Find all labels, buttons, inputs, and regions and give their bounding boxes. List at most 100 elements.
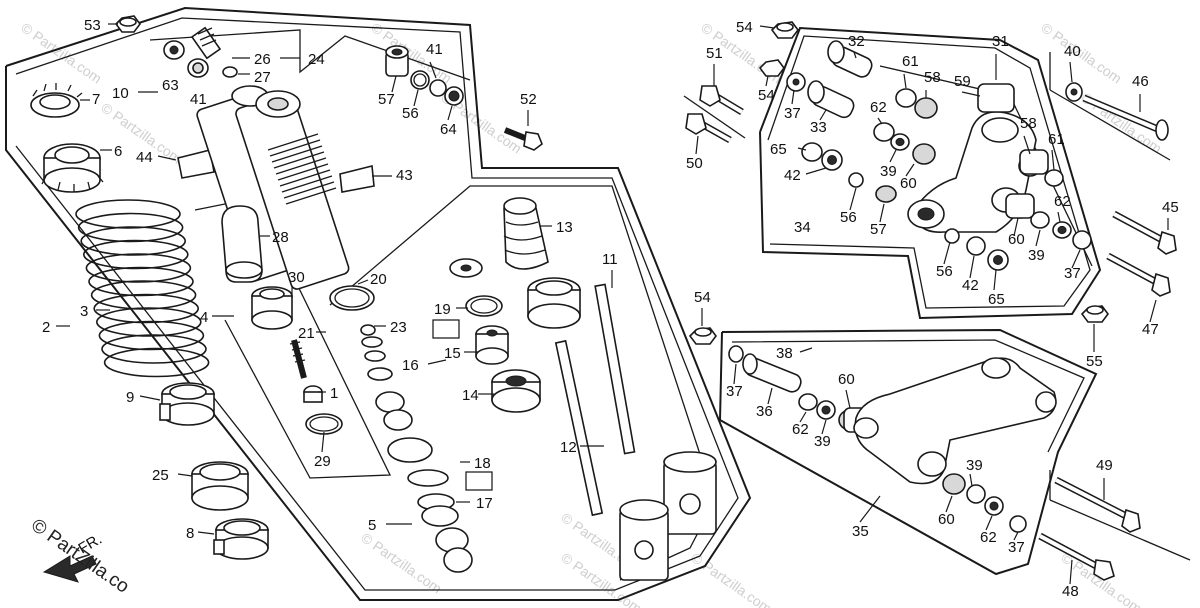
damper-rib <box>275 157 327 175</box>
bolt-45-part <box>1112 210 1177 255</box>
callout-47: 47 <box>1142 321 1159 338</box>
callout-37: 37 <box>784 105 801 122</box>
callout-4: 4 <box>200 309 208 326</box>
spring-adjuster-nut-7-part <box>30 83 83 118</box>
callout-61: 61 <box>1048 131 1065 148</box>
bearing-hole <box>821 405 831 415</box>
callout-51: 51 <box>706 45 723 62</box>
spring-coil <box>93 293 199 324</box>
leader-line-41 <box>429 61 437 79</box>
bladder-30-part <box>251 286 293 330</box>
callout-37: 37 <box>1064 265 1081 282</box>
valve-shim <box>367 367 393 381</box>
callout-34: 34 <box>794 219 811 236</box>
leader-line-61 <box>903 73 907 89</box>
callout-49: 49 <box>1096 457 1113 474</box>
valve-shim <box>383 409 413 431</box>
leader-line-56 <box>943 241 951 265</box>
bearing-ring <box>966 484 986 504</box>
bearing-ring <box>848 172 864 188</box>
spring-coil <box>83 239 189 270</box>
damper-rib <box>283 181 335 199</box>
leader-line-35 <box>859 495 881 523</box>
caution-label-43-part <box>339 164 375 193</box>
callout-13: 13 <box>556 219 573 236</box>
leader-line-54 <box>759 25 775 29</box>
callout-41: 41 <box>426 41 443 58</box>
bolt-47-part <box>1106 252 1171 297</box>
washer-37-left-part <box>728 345 744 363</box>
leader-line-61 <box>1051 149 1055 171</box>
callout-26: 26 <box>254 51 271 68</box>
valve-26-part <box>190 26 222 60</box>
callout-53: 53 <box>84 17 101 34</box>
bearing-hole <box>993 255 1003 265</box>
damper-rib <box>281 175 333 193</box>
bearing-ring <box>1009 515 1027 533</box>
damper-rib <box>269 139 321 157</box>
leader-line-50 <box>695 135 699 155</box>
collar-41-left-part <box>187 58 209 78</box>
leader-line-56 <box>413 89 419 107</box>
leader-line-60 <box>905 163 915 177</box>
bearing-ring <box>875 185 897 203</box>
caution-label-44-part <box>177 149 215 179</box>
bearing-ring <box>895 88 917 108</box>
leader-lines <box>56 23 1169 585</box>
callout-35: 35 <box>852 523 869 540</box>
leader-line-60 <box>1013 217 1019 237</box>
needle-bearing <box>1019 149 1049 175</box>
callout-30: 30 <box>288 269 305 286</box>
callout-2: 2 <box>42 319 50 336</box>
callout-60: 60 <box>938 511 955 528</box>
damper-body-10-part <box>196 85 350 290</box>
callout-37: 37 <box>726 383 743 400</box>
leader-line-62 <box>799 411 807 423</box>
bushing-14-part <box>491 369 541 413</box>
shock-spring-3-part <box>75 199 210 378</box>
leader-line-44 <box>157 155 177 161</box>
callout-33: 33 <box>810 119 827 136</box>
leader-line-39 <box>821 419 827 435</box>
callout-25: 25 <box>152 467 169 484</box>
bearing-ring <box>798 393 818 411</box>
bolt-50-part <box>685 113 732 144</box>
damper-ribs-part <box>267 133 337 205</box>
side-lines <box>683 52 1191 561</box>
leader-line-62 <box>877 117 883 125</box>
boxed-callouts <box>432 319 493 491</box>
callout-19: 19 <box>434 301 451 318</box>
collar-33-part <box>807 80 855 119</box>
washer-upper-part <box>449 258 483 278</box>
leader-line-57 <box>879 203 885 223</box>
leader-line-58 <box>1023 135 1031 155</box>
needle-bearing <box>1005 193 1035 219</box>
o-ring-27-part <box>222 66 238 78</box>
leader-line-37 <box>791 89 795 105</box>
bearing-hole <box>989 501 999 511</box>
callout-38: 38 <box>776 345 793 362</box>
leader-line-59 <box>961 91 981 97</box>
leader-line-39 <box>1035 229 1041 247</box>
leader-line-37 <box>1071 249 1081 269</box>
leader-line-33 <box>819 109 827 121</box>
leader-line-56 <box>849 187 857 211</box>
bolt-51-part <box>699 85 744 116</box>
bearing-ring <box>966 236 986 256</box>
front-arrow-icon <box>42 555 97 583</box>
bearing-hole <box>827 155 837 165</box>
bump-rubber-13-part <box>503 197 549 270</box>
bearing-hole <box>1057 225 1067 235</box>
callout-65: 65 <box>770 141 787 158</box>
leader-line-32 <box>853 51 857 59</box>
bolt-48-part <box>1038 532 1115 581</box>
nut-54-mid-part <box>758 59 785 77</box>
leader-line-42 <box>969 255 975 279</box>
callout-42: 42 <box>784 167 801 184</box>
callout-3: 3 <box>80 303 88 320</box>
washer-40-part <box>1065 82 1083 102</box>
callout-56: 56 <box>402 105 419 122</box>
callout-43: 43 <box>396 167 413 184</box>
needle-valve-21-part <box>289 339 307 379</box>
